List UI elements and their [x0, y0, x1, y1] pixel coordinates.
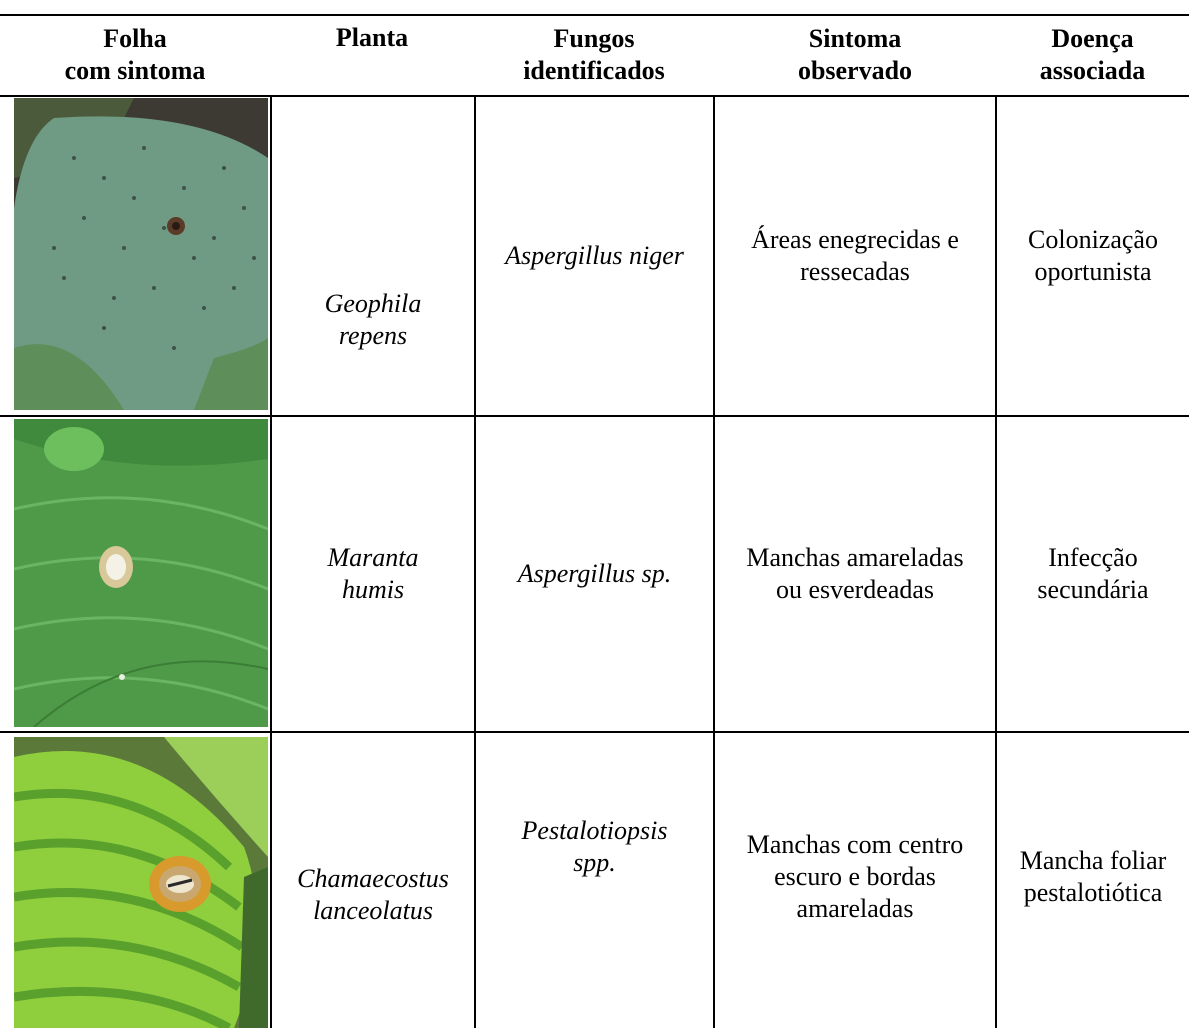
leaf-photo-orange-lesion [14, 737, 268, 1028]
symptom-cell: Manchas com centro escuro e bordas amare… [715, 732, 995, 1022]
disease-cell: Mancha foliar pestalotiótica [997, 732, 1189, 1022]
fungus-name-line: spp. [573, 848, 616, 877]
table-top-rule [0, 14, 1189, 16]
symptom-line: Manchas amareladas [746, 542, 964, 572]
plant-name-line: Maranta [327, 542, 419, 572]
disease-line: oportunista [1034, 256, 1152, 286]
fungus-name-cell: Aspergillus sp. [476, 416, 713, 731]
disease-cell: Colonização oportunista [997, 96, 1189, 415]
fungus-name-line: Aspergillus niger [505, 240, 684, 270]
header-cell-leaf: Folha com sintoma [0, 18, 270, 92]
header-label: identificados [523, 56, 665, 85]
fungus-name-line: Pestalotiopsis [521, 816, 668, 845]
symptom-line: amareladas [796, 894, 914, 923]
plant-name-line: Geophila [324, 289, 422, 318]
plant-name-line: Chamaecostus [297, 864, 449, 893]
header-label: Fungos [553, 24, 635, 53]
column-divider [474, 96, 476, 1028]
header-cell-disease: Doença associada [996, 18, 1189, 92]
symptom-line: ou esverdeadas [775, 574, 935, 604]
row1-bottom-rule [0, 415, 1189, 417]
row2-bottom-rule [0, 731, 1189, 733]
header-label: com sintoma [64, 56, 206, 85]
plant-name-line: lanceolatus [313, 896, 433, 925]
header-cell-fungi: Fungos identificados [474, 18, 714, 92]
column-divider [995, 96, 997, 1028]
header-bottom-rule [0, 95, 1189, 97]
symptom-line: ressecadas [800, 256, 910, 286]
fungus-name-cell: Aspergillus niger [476, 96, 713, 415]
disease-line: Mancha foliar [1019, 846, 1167, 875]
symptom-line: Áreas enegrecidas e [751, 224, 959, 254]
column-divider [713, 96, 715, 1028]
header-cell-plant: Planta [270, 18, 474, 58]
header-label: Sintoma [808, 24, 902, 53]
disease-cell: Infecção secundária [997, 416, 1189, 731]
disease-line: secundária [1037, 574, 1149, 604]
leaf-photo-dark-spots [14, 98, 268, 410]
disease-line: Colonização [1028, 224, 1158, 254]
header-label: associada [1039, 56, 1146, 85]
symptom-cell: Manchas amareladas ou esverdeadas [715, 416, 995, 731]
fungus-name-line: Aspergillus sp. [517, 558, 672, 588]
symptom-line: Manchas com centro [746, 830, 964, 859]
fungus-name-cell: Pestalotiopsis spp. [476, 732, 713, 962]
header-label: Planta [335, 23, 409, 52]
header-label: observado [797, 56, 913, 85]
leaf-photo-white-lesion [14, 419, 268, 727]
column-divider [270, 96, 272, 1028]
disease-line: Infecção [1048, 542, 1138, 572]
disease-line: pestalotiótica [1023, 878, 1163, 907]
plant-name-line: humis [341, 574, 405, 604]
plant-name-cell: Geophila repens [272, 280, 474, 360]
symptom-line: escuro e bordas [774, 862, 936, 891]
plant-name-line: repens [338, 321, 408, 350]
header-cell-symptom: Sintoma observado [714, 18, 996, 92]
header-label: Doença [1051, 24, 1134, 53]
plant-name-cell: Chamaecostus lanceolatus [272, 732, 474, 1028]
plant-name-cell: Maranta humis [272, 416, 474, 731]
header-label: Folha [103, 24, 167, 53]
symptom-cell: Áreas enegrecidas e ressecadas [715, 96, 995, 415]
